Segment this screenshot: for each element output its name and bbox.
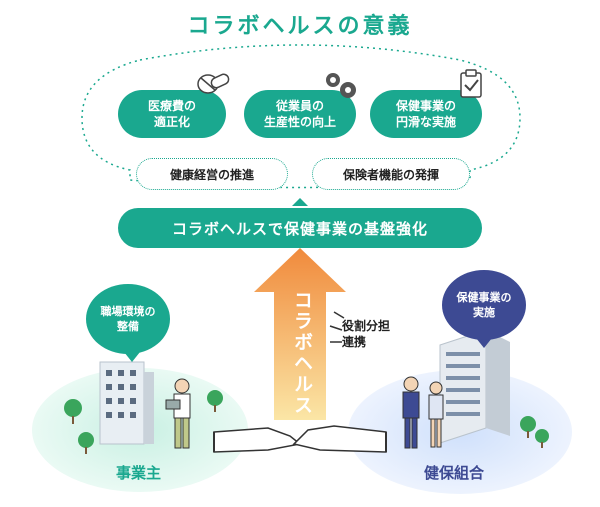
trees-right — [520, 416, 549, 448]
gear-icon — [326, 73, 356, 98]
clipboard-check-icon — [460, 69, 482, 98]
handshake — [213, 425, 387, 453]
insurer-label: 健保組合 — [424, 464, 485, 482]
circle-health-program: 保健事業の 円滑な実施 — [370, 90, 482, 138]
pill-health-management: 健康経営の推進 — [136, 158, 288, 190]
circle-productivity: 従業員の 生産性の向上 — [244, 90, 356, 138]
role-note: 役割分担 連携 — [342, 319, 391, 349]
trees-left — [64, 390, 223, 454]
collab-arrow — [254, 248, 346, 420]
insurer-people — [402, 376, 444, 449]
right-bubble: 保健事業の 実施 — [442, 270, 526, 340]
main-bar: コラボヘルスで保健事業の基盤強化 — [118, 208, 482, 248]
right-bubble-tail — [476, 338, 492, 348]
pill-insurer-function: 保険者機能の発揮 — [312, 158, 470, 190]
left-bubble: 職場環境の 整備 — [86, 284, 170, 354]
up-pointer — [292, 198, 308, 206]
employer-label: 事業主 — [116, 464, 162, 482]
emphasis-lines — [329, 311, 345, 343]
pill-icon — [197, 73, 230, 94]
employer-person — [165, 378, 191, 449]
arrow-label: コラボヘルス — [291, 290, 313, 416]
office-building — [99, 361, 154, 445]
left-bubble-tail — [124, 352, 140, 362]
circle-medical-cost: 医療費の 適正化 — [118, 90, 226, 138]
insurer-building — [439, 329, 510, 444]
page-title: コラボヘルスの意義 — [187, 14, 413, 39]
